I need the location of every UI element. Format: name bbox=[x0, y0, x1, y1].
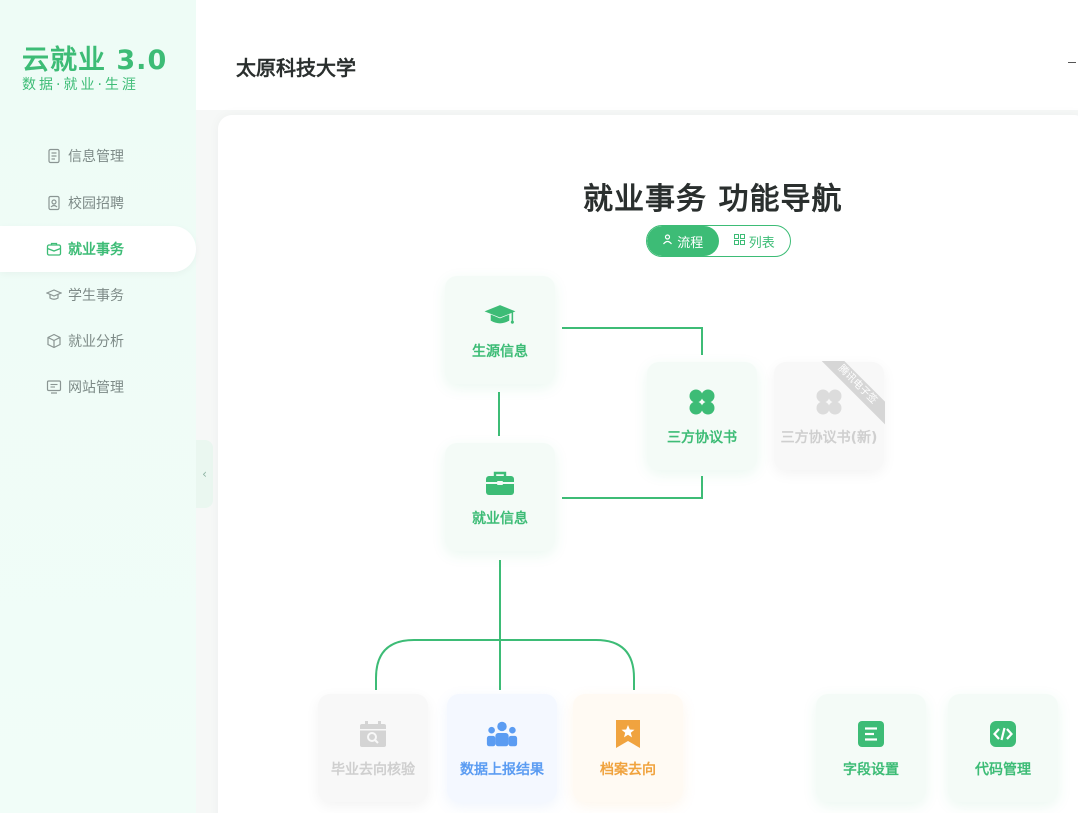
header-edge-mark bbox=[1068, 62, 1076, 63]
view-toggle-flow[interactable]: 流程 bbox=[647, 226, 719, 256]
people-icon bbox=[662, 234, 673, 248]
badge-icon bbox=[46, 195, 62, 211]
card-label: 档案去向 bbox=[600, 762, 656, 778]
card-label: 毕业去向核验 bbox=[331, 762, 415, 778]
ribbon-label: 腾讯电子签 bbox=[819, 361, 885, 427]
sidebar-item-website-management[interactable]: 网站管理 bbox=[0, 364, 196, 410]
grid-icon bbox=[733, 234, 745, 248]
logo-title: 云就业 3.0 bbox=[22, 45, 168, 76]
card-label: 就业信息 bbox=[472, 511, 528, 527]
sidebar-item-label: 校园招聘 bbox=[68, 196, 124, 212]
ribbon-badge: 腾讯电子签 bbox=[819, 361, 885, 427]
school-name: 太原科技大学 bbox=[236, 56, 356, 80]
sidebar-item-label: 信息管理 bbox=[68, 149, 124, 165]
view-toggle-list[interactable]: 列表 bbox=[719, 226, 791, 256]
code-icon bbox=[986, 717, 1020, 751]
card-label: 生源信息 bbox=[472, 344, 528, 360]
briefcase-icon bbox=[483, 466, 517, 500]
view-toggle-list-label: 列表 bbox=[748, 235, 775, 251]
clover-icon bbox=[812, 385, 846, 419]
card-tripartite-agreement[interactable]: 三方协议书 bbox=[647, 362, 757, 470]
clover-icon bbox=[685, 385, 719, 419]
graduation-cap-icon bbox=[483, 299, 517, 333]
sidebar-collapse-button[interactable]: ‹ bbox=[196, 440, 213, 508]
card-label: 三方协议书(新) bbox=[780, 430, 878, 446]
card-field-settings[interactable]: 字段设置 bbox=[816, 694, 926, 802]
list-document-icon bbox=[854, 717, 888, 751]
card-label: 代码管理 bbox=[975, 762, 1031, 778]
view-toggle-flow-label: 流程 bbox=[677, 235, 704, 251]
monitor-icon bbox=[46, 379, 62, 395]
cube-icon bbox=[46, 333, 62, 349]
card-archive-destination[interactable]: 档案去向 bbox=[573, 694, 683, 802]
sidebar: 云就业 3.0 数据·就业·生涯 信息管理 校园招聘 就业事务 学生事务 就业分… bbox=[0, 0, 196, 813]
logo-subtitle: 数据·就业·生涯 bbox=[22, 77, 139, 93]
view-toggle: 流程 列表 bbox=[646, 225, 791, 257]
document-icon bbox=[46, 148, 62, 164]
card-tripartite-agreement-new[interactable]: 腾讯电子签 三方协议书(新) bbox=[774, 361, 885, 470]
sidebar-item-employment-affairs[interactable]: 就业事务 bbox=[0, 226, 196, 272]
calendar-search-icon bbox=[356, 717, 390, 751]
sidebar-item-student-affairs[interactable]: 学生事务 bbox=[0, 272, 196, 318]
sidebar-item-label: 学生事务 bbox=[68, 288, 124, 304]
sidebar-item-label: 就业分析 bbox=[68, 334, 124, 350]
sidebar-item-label: 就业事务 bbox=[68, 242, 124, 258]
card-employment-info[interactable]: 就业信息 bbox=[445, 443, 555, 551]
sidebar-item-info-management[interactable]: 信息管理 bbox=[0, 133, 196, 179]
sidebar-item-campus-recruitment[interactable]: 校园招聘 bbox=[0, 180, 196, 226]
chevron-left-icon: ‹ bbox=[202, 467, 207, 481]
users-group-icon bbox=[485, 717, 519, 751]
graduation-cap-icon bbox=[46, 287, 62, 303]
sidebar-item-employment-analysis[interactable]: 就业分析 bbox=[0, 318, 196, 364]
card-label: 字段设置 bbox=[843, 762, 899, 778]
card-code-management[interactable]: 代码管理 bbox=[948, 694, 1058, 802]
card-graduation-destination-check[interactable]: 毕业去向核验 bbox=[318, 694, 428, 802]
card-label: 数据上报结果 bbox=[460, 762, 544, 778]
page-title: 就业事务 功能导航 bbox=[583, 182, 843, 217]
card-data-report-results[interactable]: 数据上报结果 bbox=[447, 694, 557, 802]
sidebar-item-label: 网站管理 bbox=[68, 380, 124, 396]
bookmark-star-icon bbox=[611, 717, 645, 751]
card-label: 三方协议书 bbox=[667, 430, 737, 446]
card-student-source[interactable]: 生源信息 bbox=[445, 276, 555, 384]
header: 太原科技大学 bbox=[196, 0, 1078, 110]
briefcase-icon bbox=[46, 241, 62, 257]
